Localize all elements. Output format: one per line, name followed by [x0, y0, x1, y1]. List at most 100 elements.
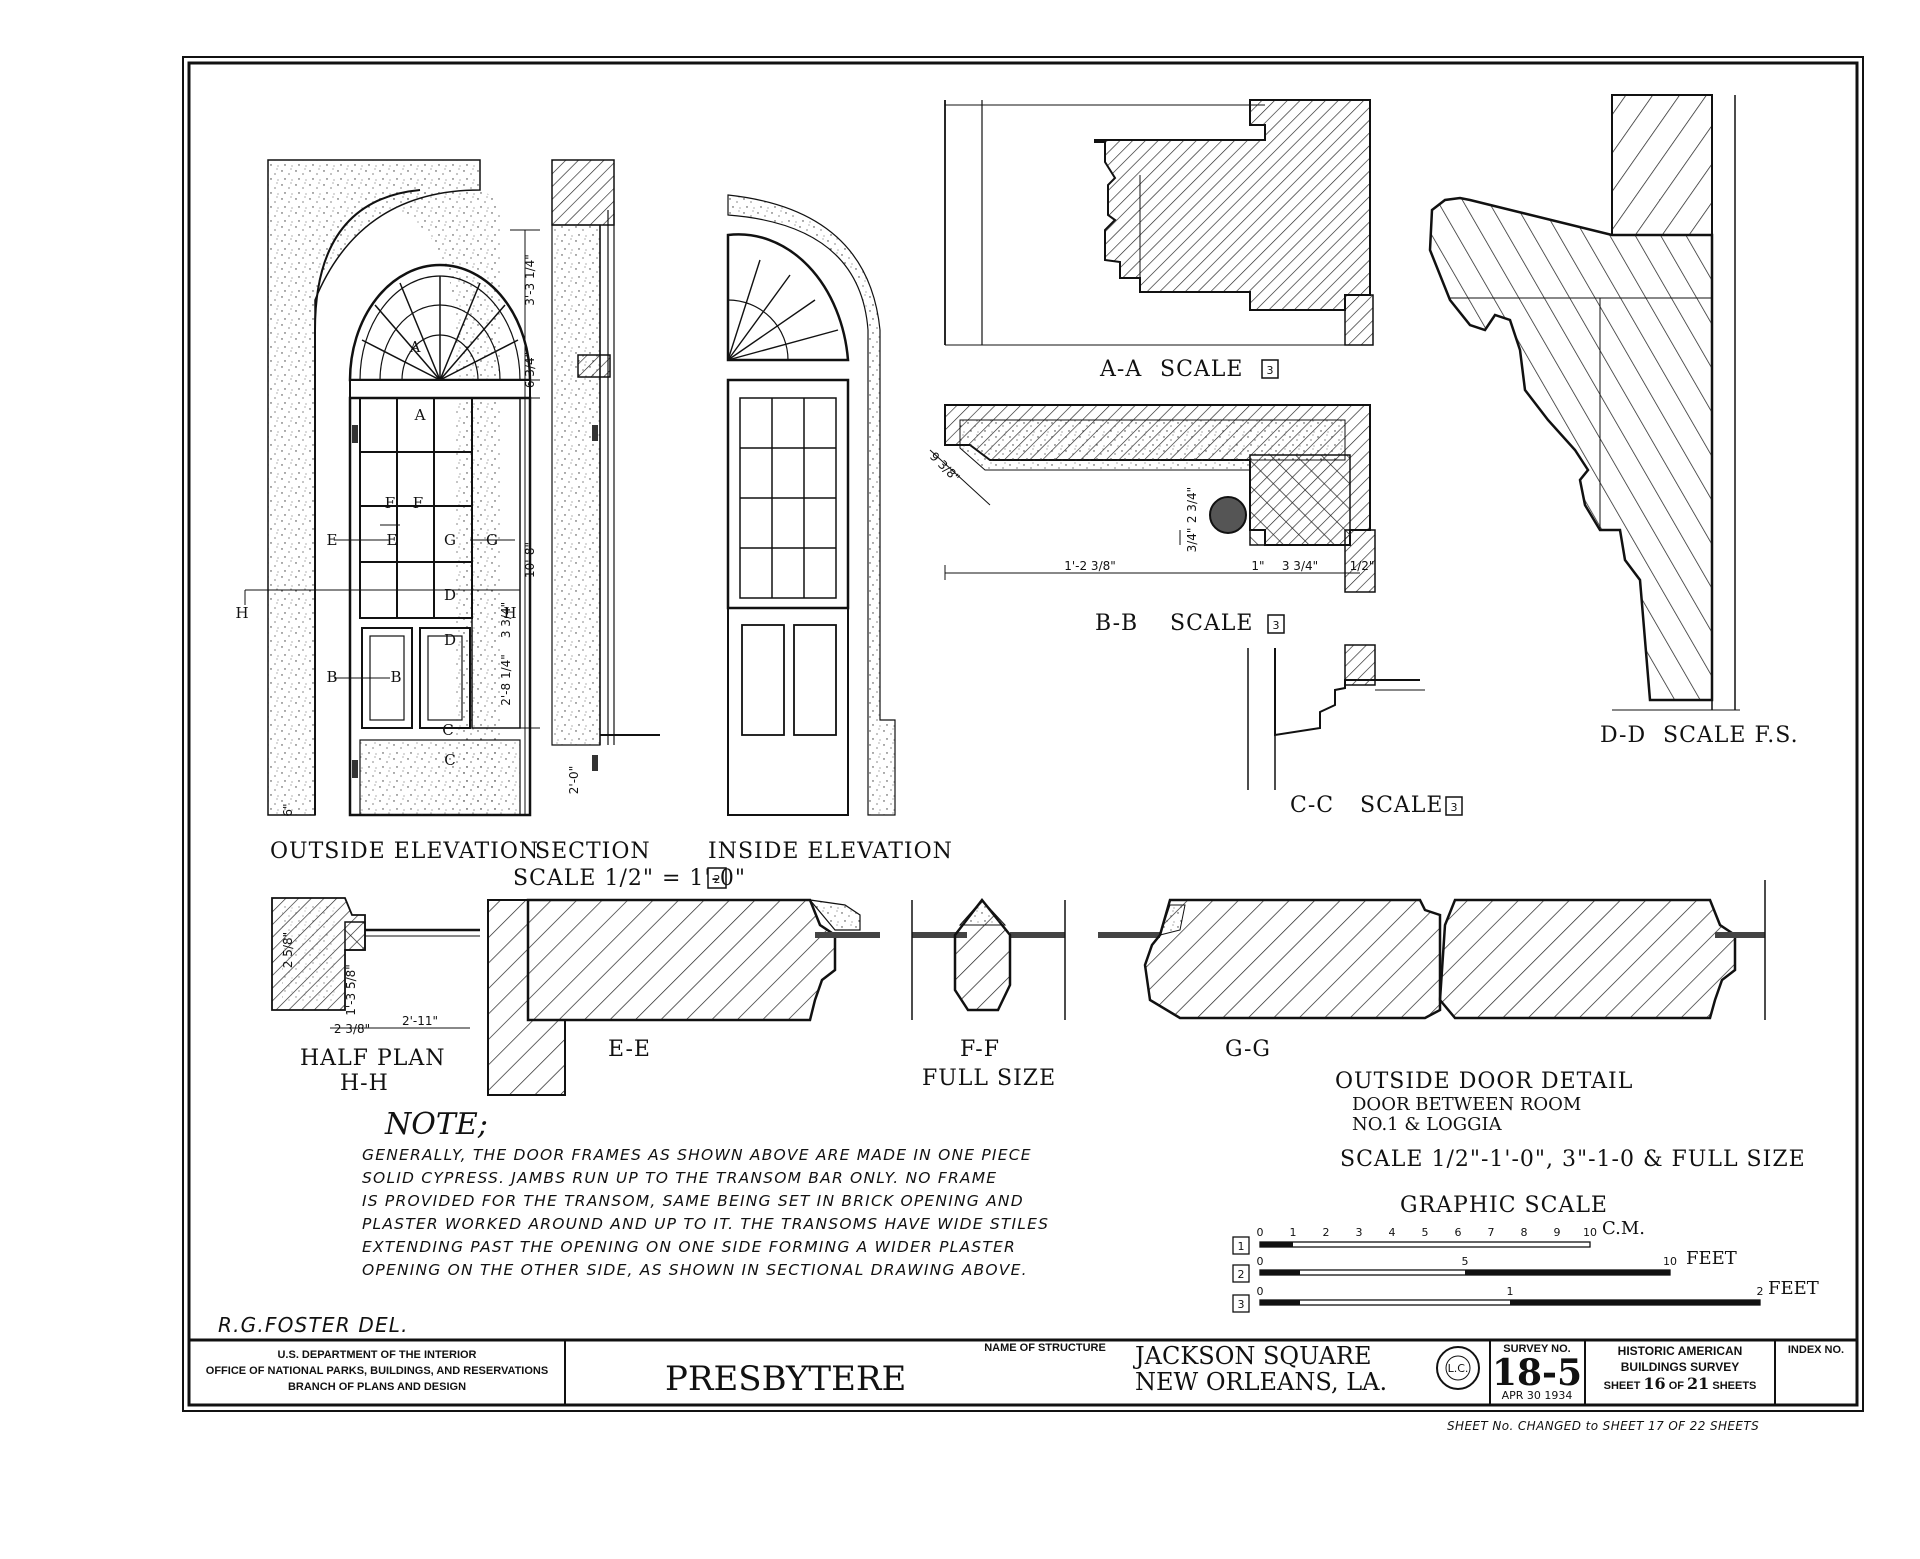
sheet-suffix: SHEETS: [1712, 1380, 1756, 1392]
label-dd: D-D: [1600, 723, 1646, 748]
index-no-label: INDEX NO.: [1788, 1344, 1844, 1356]
survey-no: 18-5: [1492, 1352, 1582, 1394]
agency-line-2: OFFICE OF NATIONAL PARKS, BUILDINGS, AND…: [206, 1365, 548, 1377]
label-cc-ref: 3: [1451, 801, 1458, 814]
dim-fanlight: 3'-3 1/4": [523, 254, 537, 306]
scale-row-3-ref: 3: [1238, 1298, 1245, 1311]
label-outside-elevation: OUTSIDE ELEVATION: [270, 839, 539, 864]
survey-date: APR 30 1934: [1502, 1389, 1573, 1402]
door-section: 2'-0": [551, 159, 660, 794]
dim-rail: 3 3/4": [499, 602, 513, 638]
dim-bb-3: 1/2": [1350, 559, 1375, 573]
dim-lower-panel: 2'-8 1/4": [499, 654, 513, 706]
inside-elevation: [726, 194, 896, 816]
section-mark-c2: C: [444, 751, 455, 769]
scale-row-2-unit: FEET: [1686, 1248, 1737, 1269]
section-mark-e1: E: [327, 531, 338, 549]
scale-tick-1-0: 0: [1257, 1226, 1264, 1239]
scale-tick-1-10: 10: [1583, 1226, 1597, 1239]
graphic-scale-title: GRAPHIC SCALE: [1400, 1193, 1608, 1218]
section-mark-g2: G: [486, 531, 498, 549]
section-g-g: [1098, 880, 1766, 1020]
section-c-c: [1247, 644, 1425, 790]
section-mark-d1: D: [444, 586, 456, 604]
sheet-line: SHEET 16 OF 21 SHEETS: [1604, 1374, 1757, 1393]
detail-scale: SCALE 1/2"-1'-0", 3"-1-0 & FULL SIZE: [1340, 1147, 1806, 1172]
label-elevation-scale: SCALE 1/2" = 1'-0": [513, 866, 746, 891]
habs-line-1: HISTORIC AMERICAN: [1618, 1344, 1743, 1358]
dim-door-height: 10'-8": [523, 542, 537, 578]
sheet-change-note: SHEET No. CHANGED to SHEET 17 OF 22 SHEE…: [1447, 1419, 1759, 1433]
label-ff-scale: FULL SIZE: [922, 1066, 1056, 1091]
habs-line-2: BUILDINGS SURVEY: [1621, 1360, 1739, 1374]
scale-tick-1-6: 6: [1455, 1226, 1462, 1239]
label-cc-scale: SCALE: [1360, 793, 1443, 818]
section-b-b: [929, 404, 1376, 593]
scale-tick-1-9: 9: [1554, 1226, 1561, 1239]
label-section: SECTION: [535, 839, 651, 864]
section-mark-d2: D: [444, 631, 456, 649]
structure-location-1: JACKSON SQUARE: [1132, 1342, 1372, 1370]
dim-bb-v2: 3/4": [1185, 528, 1199, 553]
section-mark-a1: A: [409, 338, 421, 356]
label-bb-ref: 3: [1273, 619, 1280, 632]
graphic-scale-row-2: 2 0 5 10 FEET: [1232, 1248, 1737, 1283]
section-mark-e2: E: [387, 531, 398, 549]
scale-tick-1-5: 5: [1422, 1226, 1429, 1239]
survey-no-label: SURVEY NO.: [1503, 1343, 1570, 1355]
note-line-3: IS PROVIDED FOR THE TRANSOM, SAME BEING …: [362, 1192, 1024, 1210]
general-note: NOTE; GENERALLY, THE DOOR FRAMES AS SHOW…: [362, 1107, 1048, 1279]
delineator: R.G.FOSTER DEL.: [218, 1313, 409, 1337]
label-inside-elevation: INSIDE ELEVATION: [708, 839, 953, 864]
label-half-plan: HALF PLAN: [300, 1046, 446, 1071]
sheet-of: OF: [1669, 1380, 1685, 1392]
detail-title: OUTSIDE DOOR DETAIL: [1335, 1069, 1633, 1094]
dim-hh-depth: 2 5/8": [281, 932, 295, 968]
section-mark-g1: G: [444, 531, 456, 549]
dim-hh-width: 2'-11": [402, 1014, 438, 1028]
scale-tick-1-7: 7: [1488, 1226, 1495, 1239]
section-mark-f1: F: [385, 494, 395, 512]
section-d-d: [1428, 94, 1740, 711]
section-mark-h2: H: [503, 604, 516, 622]
note-line-2: SOLID CYPRESS. JAMBS RUN UP TO THE TRANS…: [362, 1169, 997, 1187]
scale-row-3-unit: FEET: [1768, 1278, 1819, 1299]
label-ff: F-F: [960, 1037, 1000, 1062]
dim-plinth: 6": [281, 803, 295, 816]
note-title: NOTE;: [384, 1107, 488, 1142]
detail-subtitle-2: NO.1 & LOGGIA: [1352, 1114, 1503, 1135]
scale-tick-1-2: 2: [1323, 1226, 1330, 1239]
scale-tick-2-0: 0: [1257, 1255, 1264, 1268]
note-line-6: OPENING ON THE OTHER SIDE, AS SHOWN IN S…: [362, 1261, 1028, 1279]
section-mark-b1: B: [326, 668, 337, 686]
scale-tick-3-2: 2: [1757, 1285, 1764, 1298]
label-gg: G-G: [1225, 1037, 1271, 1062]
outside-elevation: 3'-3 1/4" 6 3/4" 10'-8" 3 3/4" 2'-8 1/4"…: [235, 159, 540, 817]
label-cc: C-C: [1290, 793, 1334, 818]
structure-location-2: NEW ORLEANS, LA.: [1135, 1368, 1387, 1396]
section-mark-f2: F: [413, 494, 423, 512]
dim-bb-width: 1'-2 3/8": [1064, 559, 1116, 573]
dim-transom-bar: 6 3/4": [523, 352, 537, 388]
section-mark-c1: C: [442, 721, 453, 739]
dim-bb-v1: 2 3/4": [1185, 487, 1199, 523]
sheet-border: [182, 56, 1864, 1412]
dim-bb-angle: 9 3/8": [927, 449, 963, 485]
dim-hh-jamb: 1'-3 5/8": [344, 964, 358, 1016]
section-e-e: [487, 898, 880, 1096]
label-dd-scale: SCALE F.S.: [1663, 723, 1799, 748]
label-bb-scale: SCALE: [1170, 611, 1253, 636]
dim-bb-1: 1": [1251, 559, 1264, 573]
dim-bb-2: 3 3/4": [1282, 559, 1318, 573]
note-line-5: EXTENDING PAST THE OPENING ON ONE SIDE F…: [362, 1238, 1016, 1256]
graphic-scale-row-3: 3 0 1 2 FEET: [1232, 1278, 1819, 1313]
scale-tick-3-1: 1: [1507, 1285, 1514, 1298]
section-mark-a2: A: [414, 406, 426, 424]
sheet-prefix: SHEET: [1604, 1380, 1641, 1392]
title-block: U.S. DEPARTMENT OF THE INTERIOR OFFICE O…: [189, 1338, 1857, 1405]
agency-line-1: U.S. DEPARTMENT OF THE INTERIOR: [277, 1349, 476, 1361]
structure-name: PRESBYTERE: [665, 1359, 906, 1399]
scale-row-1-ref: 1: [1238, 1240, 1245, 1253]
scale-tick-3-0: 0: [1257, 1285, 1264, 1298]
